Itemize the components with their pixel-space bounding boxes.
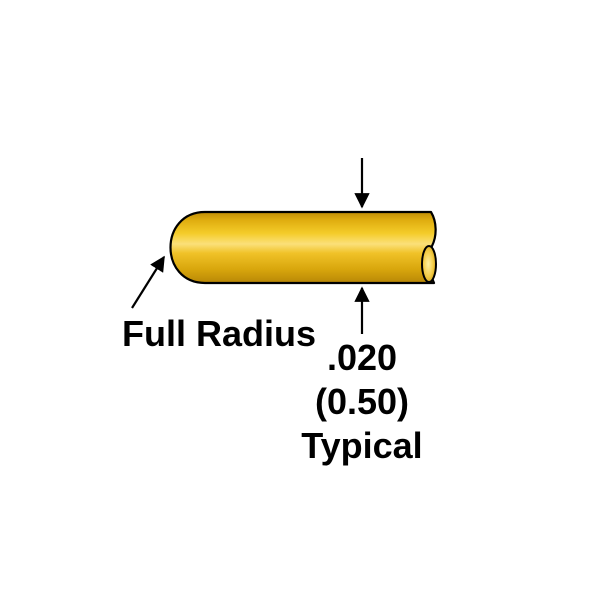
radius-leader-arrow (131, 255, 165, 309)
pin-end-face (421, 245, 437, 283)
dimension-inch-label: .020 (327, 337, 397, 378)
dimension-note-label: Typical (301, 425, 422, 466)
pin-body (169, 210, 437, 285)
dimension-mm-label: (0.50) (315, 381, 409, 422)
full-radius-label: Full Radius (122, 313, 316, 354)
gold-pin (169, 210, 437, 285)
